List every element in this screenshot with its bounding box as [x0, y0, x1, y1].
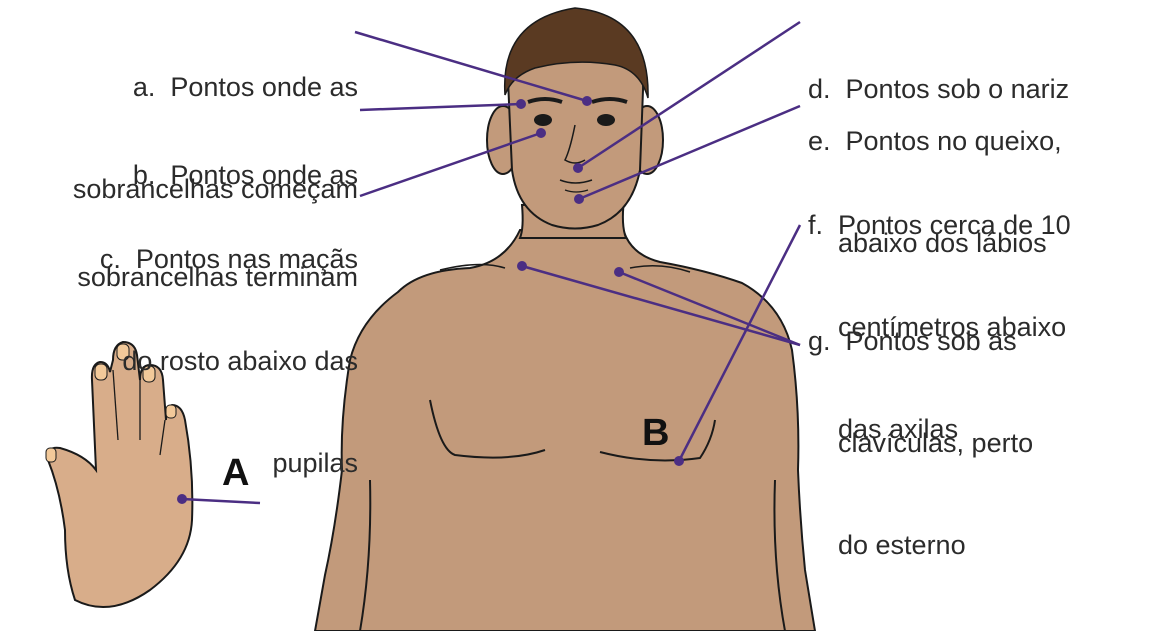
point-b — [516, 99, 526, 109]
point-g-right — [614, 267, 624, 277]
label-f-line1: f. Pontos cerca de 10 — [808, 208, 1071, 242]
point-a — [582, 96, 592, 106]
label-c-line1: c. Pontos nas maçãs — [100, 242, 358, 276]
point-f — [674, 456, 684, 466]
label-g-line3: do esterno — [808, 528, 1033, 562]
point-d — [573, 163, 583, 173]
point-g-left — [517, 261, 527, 271]
label-g-line2: clavículas, perto — [808, 426, 1033, 460]
eye-right — [597, 114, 615, 126]
eye-left — [534, 114, 552, 126]
marker-b: B — [642, 412, 669, 455]
point-e — [574, 194, 584, 204]
label-c-line2: do rosto abaixo das — [100, 344, 358, 378]
point-c — [536, 128, 546, 138]
label-g: g. Pontos sob as clavículas, perto do es… — [808, 256, 1033, 630]
label-g-line1: g. Pontos sob as — [808, 324, 1033, 358]
nail-thumb — [46, 448, 56, 462]
marker-a: A — [222, 452, 249, 495]
torso — [315, 230, 815, 631]
